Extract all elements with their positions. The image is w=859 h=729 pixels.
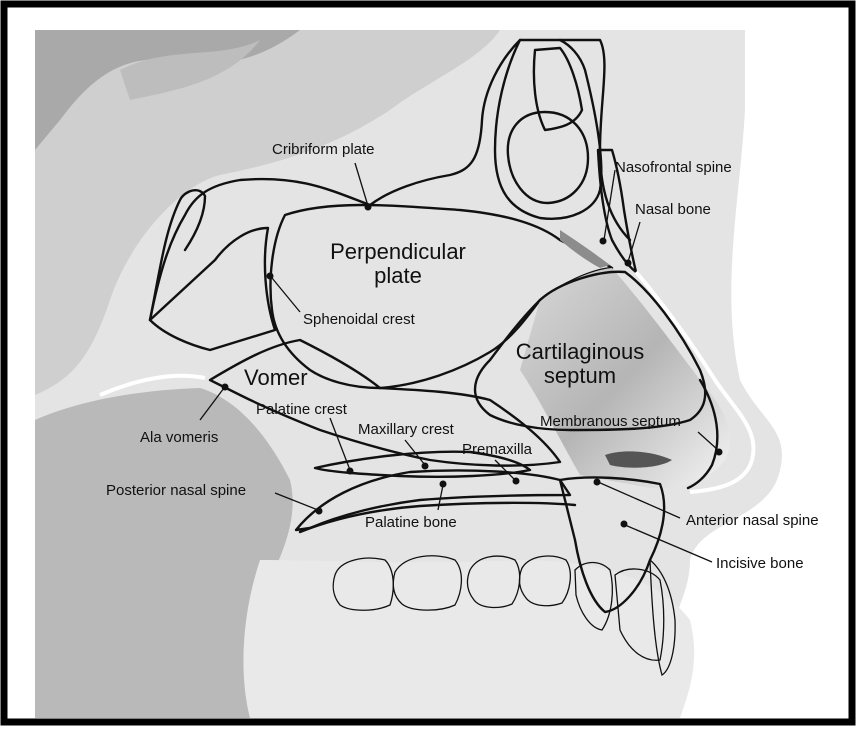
dot-maxillary-crest [422, 463, 429, 470]
label-perpendicular-plate-line1: Perpendicular [318, 240, 478, 264]
dot-anterior-nasal-spine [594, 479, 601, 486]
dot-membranous-septum [716, 449, 723, 456]
label-anterior-nasal-spine: Anterior nasal spine [686, 513, 819, 528]
lower-face-region [243, 560, 694, 718]
label-premaxilla: Premaxilla [462, 442, 532, 457]
label-membranous-septum: Membranous septum [540, 414, 681, 429]
dot-incisive-bone [621, 521, 628, 528]
label-nasofrontal-spine: Nasofrontal spine [615, 160, 732, 175]
label-perpendicular-plate: Perpendicular plate [318, 240, 478, 288]
label-palatine-crest: Palatine crest [256, 402, 347, 417]
label-vomer: Vomer [244, 366, 308, 390]
label-posterior-nasal-spine: Posterior nasal spine [106, 483, 246, 498]
label-perpendicular-plate-line2: plate [318, 264, 478, 288]
label-cartilaginous-septum-line1: Cartilaginous [500, 340, 660, 364]
label-nasal-bone: Nasal bone [635, 202, 711, 217]
label-cribriform-plate: Cribriform plate [272, 142, 375, 157]
label-incisive-bone: Incisive bone [716, 556, 804, 571]
dot-palatine-bone [440, 481, 447, 488]
label-ala-vomeris: Ala vomeris [140, 430, 218, 445]
dot-sphenoidal-crest [267, 273, 274, 280]
label-maxillary-crest: Maxillary crest [358, 422, 454, 437]
dot-palatine-crest [347, 468, 354, 475]
label-sphenoidal-crest: Sphenoidal crest [303, 312, 415, 327]
dot-posterior-nasal-spine [316, 508, 323, 515]
label-palatine-bone: Palatine bone [365, 515, 457, 530]
label-cartilaginous-septum-line2: septum [500, 364, 660, 388]
label-cartilaginous-septum: Cartilaginous septum [500, 340, 660, 388]
dot-nasal-bone [625, 260, 632, 267]
dot-premaxilla [513, 478, 520, 485]
dot-ala-vomeris [222, 384, 229, 391]
dot-nasofrontal-spine [600, 238, 607, 245]
dot-cribriform-plate [365, 204, 372, 211]
